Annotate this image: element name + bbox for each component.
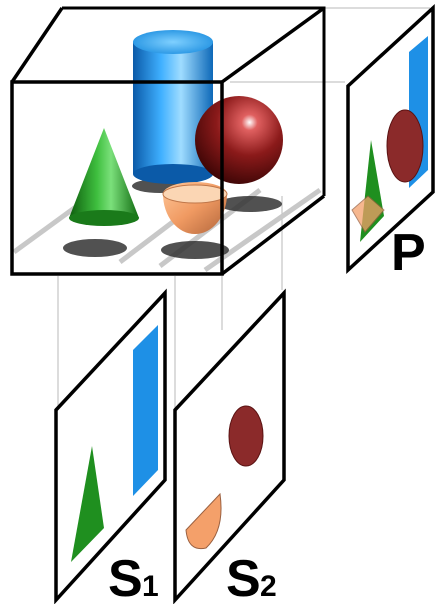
plane-s1: S 1 — [56, 293, 165, 604]
sphere-icon — [195, 96, 283, 184]
hemisphere-icon — [163, 182, 227, 234]
plane-s1-subscript: 1 — [142, 570, 159, 603]
plane-s1-label: S — [108, 550, 143, 604]
cone-icon — [69, 128, 139, 226]
plane-p-label: P — [391, 224, 426, 282]
plane-s2: S 2 — [175, 293, 284, 604]
plane-p: P — [348, 8, 433, 282]
plane-s2-subscript: 2 — [260, 570, 277, 603]
plane-s2-label: S — [226, 550, 261, 604]
